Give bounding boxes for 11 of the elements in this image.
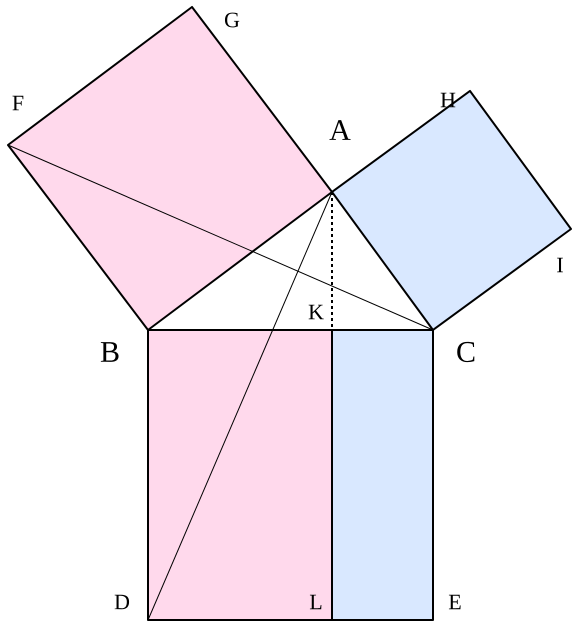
vertex-label: F	[12, 96, 24, 110]
vertex-label: C	[457, 342, 474, 362]
vertex-label: B	[100, 342, 119, 362]
vertex-label: K	[308, 304, 324, 320]
vertex-label: E	[448, 594, 461, 610]
vertex-label: G	[224, 12, 240, 28]
vertex-label: I	[557, 258, 563, 272]
vertex-label: A	[329, 120, 351, 140]
vertex-label: D	[114, 594, 130, 610]
vertex-label: H	[440, 92, 456, 108]
vertex-label: L	[310, 594, 322, 610]
